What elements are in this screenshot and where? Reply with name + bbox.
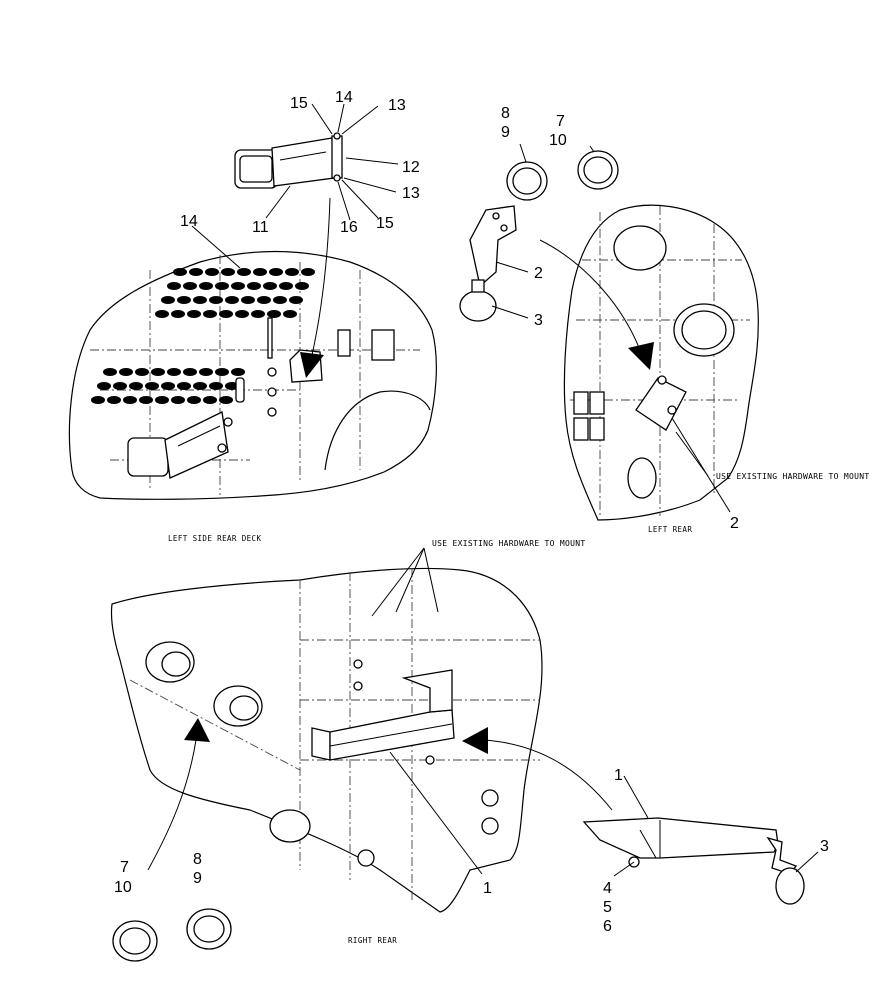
left-rear-body-outline xyxy=(563,204,759,521)
left-rear-callout-7: 7 xyxy=(556,113,565,130)
deck-callout-12: 12 xyxy=(402,159,420,176)
deck-grille-holes xyxy=(91,268,315,404)
view-label-left-rear: LEFT REAR xyxy=(648,525,692,534)
right-rear-callout-6: 6 xyxy=(603,918,612,935)
left-rear-view: 8 9 7 10 2 3 2 USE EXISTING HARDWARE TO … xyxy=(459,105,870,534)
right-rear-callout-1-top: 1 xyxy=(614,767,623,784)
right-rear-install-arrow-2-head xyxy=(184,718,210,742)
right-rear-callout-7: 7 xyxy=(120,859,129,876)
left-side-rear-deck-view: 15 14 13 12 13 15 16 11 14 LEFT SIDE REA… xyxy=(68,89,437,543)
exploded-light-assembly xyxy=(234,132,343,189)
view-label-right-rear: RIGHT REAR xyxy=(348,936,397,945)
deck-callout-15-top: 15 xyxy=(290,95,308,112)
deck-callout-14-lower: 14 xyxy=(180,213,198,230)
right-rear-install-arrow-1-head xyxy=(462,727,488,754)
deck-install-arrow-stem xyxy=(311,197,331,356)
right-rear-existing-lamps xyxy=(145,641,499,867)
deck-work-light xyxy=(127,411,229,479)
deck-hood-outline xyxy=(68,250,437,500)
left-rear-callout-3: 3 xyxy=(534,312,543,329)
right-rear-body-outline xyxy=(110,567,543,913)
deck-step-curve xyxy=(324,390,431,471)
left-rear-hardware-note: USE EXISTING HARDWARE TO MOUNT xyxy=(716,472,870,481)
deck-callout-11: 11 xyxy=(252,219,269,236)
left-rear-callout-10: 10 xyxy=(549,132,567,149)
right-rear-callout-3: 3 xyxy=(820,838,829,855)
right-rear-leader-lines xyxy=(371,547,819,877)
left-rear-exploded-bracket xyxy=(459,205,517,322)
right-rear-callout-8: 8 xyxy=(193,851,202,868)
left-rear-callout-9: 9 xyxy=(501,124,510,141)
deck-callout-16: 16 xyxy=(340,219,358,236)
right-rear-mounted-bracket xyxy=(311,659,455,765)
deck-callout-15-lower: 15 xyxy=(376,215,394,232)
right-rear-install-arrow-1-stem xyxy=(483,739,613,811)
deck-install-arrowhead xyxy=(300,352,324,378)
view-label-left-side-rear-deck: LEFT SIDE REAR DECK xyxy=(168,534,261,543)
left-rear-callout-2-bottom: 2 xyxy=(730,515,739,532)
left-rear-install-arrowhead xyxy=(628,342,654,370)
left-rear-lens-rings xyxy=(506,150,619,201)
deck-callout-13-lower: 13 xyxy=(402,185,420,202)
deck-leader-lines xyxy=(191,103,399,269)
left-rear-mounted-bracket xyxy=(627,375,687,499)
right-rear-view: 1 3 4 5 6 1 7 10 8 9 USE EXISTING HARDWA… xyxy=(110,539,829,962)
deck-callout-14-top: 14 xyxy=(335,89,353,106)
left-rear-existing-lamps xyxy=(573,225,735,441)
deck-mount-bracket xyxy=(217,317,395,453)
left-rear-leader-lines xyxy=(491,143,731,513)
deck-callout-13-top: 13 xyxy=(388,97,406,114)
right-rear-callout-1-bottom: 1 xyxy=(483,880,492,897)
right-rear-exploded-bracket xyxy=(582,817,805,905)
right-rear-callout-10: 10 xyxy=(114,879,132,896)
right-rear-install-arrow-2-stem xyxy=(147,739,197,871)
right-rear-lens-rings xyxy=(112,908,232,962)
right-rear-callout-9: 9 xyxy=(193,870,202,887)
left-rear-callout-2-top: 2 xyxy=(534,265,543,282)
right-rear-callout-4: 4 xyxy=(603,880,612,897)
left-rear-callout-8: 8 xyxy=(501,105,510,122)
right-rear-hardware-note: USE EXISTING HARDWARE TO MOUNT xyxy=(432,539,586,548)
left-rear-install-arrow-stem xyxy=(539,239,641,351)
right-rear-callout-5: 5 xyxy=(603,899,612,916)
